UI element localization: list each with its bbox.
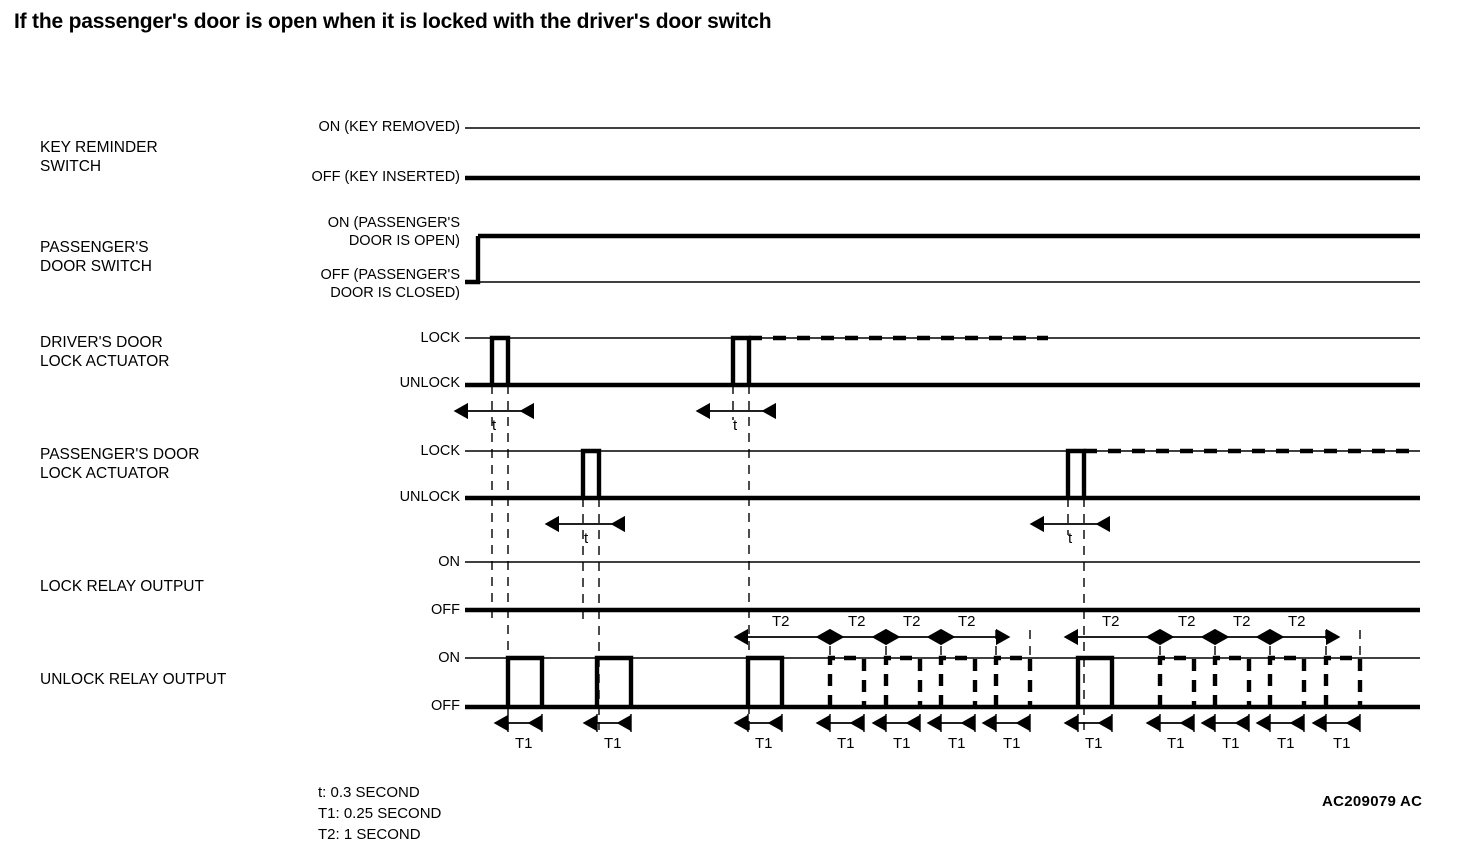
level-label-unlock-relay-on: ON xyxy=(438,650,460,666)
t1-marker-label-4: T1 xyxy=(837,735,855,752)
t1-marker-label-10: T1 xyxy=(1222,735,1240,752)
t1-marker-label-6: T1 xyxy=(948,735,966,752)
t-marker-label-3: t xyxy=(584,530,589,547)
signal-label-lock-relay-output: LOCK RELAY OUTPUT xyxy=(40,578,204,595)
passenger-actuator-pulse-1 xyxy=(580,448,602,498)
t1-marker-label-1: T1 xyxy=(515,735,533,752)
unlock-relay-pulse-5 xyxy=(883,655,923,707)
level-label-lock-relay-on: ON xyxy=(438,554,460,570)
signal-label-key-reminder-switch: KEY REMINDER SWITCH xyxy=(40,139,158,175)
t1-marker-label-7: T1 xyxy=(1003,735,1021,752)
t2-marker-label-4: T2 xyxy=(958,613,976,630)
level-label-key-reminder-on: ON (KEY REMOVED) xyxy=(318,119,460,135)
level-label-passenger-actuator-unlock: UNLOCK xyxy=(399,489,460,505)
passenger-actuator-pulse-2 xyxy=(1065,448,1087,498)
unlock-relay-pulse-3 xyxy=(745,655,785,707)
t2-marker-label-2: T2 xyxy=(848,613,866,630)
t2-marker-label-1: T2 xyxy=(772,613,790,630)
level-label-lock-relay-off: OFF xyxy=(431,602,460,618)
unlock-relay-pulse-6 xyxy=(938,655,978,707)
t-marker-label-2: t xyxy=(733,417,738,434)
t2-marker-label-3: T2 xyxy=(903,613,921,630)
level-label-passenger-switch-on: ON (PASSENGER'S DOOR IS OPEN) xyxy=(327,215,460,249)
driver-actuator-pulse-2 xyxy=(730,335,752,385)
t2-marker-label-5: T2 xyxy=(1102,613,1120,630)
unlock-relay-pulse-11 xyxy=(1267,655,1307,707)
unlock-relay-pulse-7 xyxy=(993,655,1033,707)
signal-label-passengers-door-lock-actuator: PASSENGER'S DOOR LOCK ACTUATOR xyxy=(40,446,200,482)
level-label-passenger-actuator-lock: LOCK xyxy=(420,443,461,459)
t1-marker-label-3: T1 xyxy=(755,735,773,752)
passenger-switch-rising-edge xyxy=(465,236,481,285)
unlock-relay-pulse-1 xyxy=(505,655,545,707)
level-label-driver-actuator-unlock: UNLOCK xyxy=(399,375,460,391)
legend-timing-definitions: t: 0.3 SECOND T1: 0.25 SECOND T2: 1 SECO… xyxy=(318,784,442,843)
unlock-relay-pulse-9 xyxy=(1157,655,1197,707)
level-label-unlock-relay-off: OFF xyxy=(431,698,460,714)
level-label-driver-actuator-lock: LOCK xyxy=(420,330,461,346)
signal-label-unlock-relay-output: UNLOCK RELAY OUTPUT xyxy=(40,671,227,688)
level-label-passenger-switch-off: OFF (PASSENGER'S DOOR IS CLOSED) xyxy=(320,267,460,301)
t-marker-label-4: t xyxy=(1068,530,1073,547)
t2-marker-label-8: T2 xyxy=(1288,613,1306,630)
t2-marker-label-6: T2 xyxy=(1178,613,1196,630)
page-title: If the passenger's door is open when it … xyxy=(14,10,772,33)
t1-marker-label-12: T1 xyxy=(1333,735,1351,752)
driver-actuator-pulse-1 xyxy=(489,335,511,385)
t2-marker-label-7: T2 xyxy=(1233,613,1251,630)
signal-label-drivers-door-lock-actuator: DRIVER'S DOOR LOCK ACTUATOR xyxy=(40,334,170,370)
unlock-relay-pulse-2 xyxy=(594,655,634,707)
unlock-relay-pulse-10 xyxy=(1212,655,1252,707)
t-marker-label-1: t xyxy=(492,417,497,434)
t1-marker-label-9: T1 xyxy=(1167,735,1185,752)
level-label-key-reminder-off: OFF (KEY INSERTED) xyxy=(311,169,460,185)
reference-code: AC209079 AC xyxy=(1322,793,1423,810)
unlock-relay-pulse-4 xyxy=(827,655,867,707)
t1-marker-label-11: T1 xyxy=(1277,735,1295,752)
signal-label-passengers-door-switch: PASSENGER'S DOOR SWITCH xyxy=(40,239,152,275)
t1-marker-label-8: T1 xyxy=(1085,735,1103,752)
t1-marker-label-2: T1 xyxy=(604,735,622,752)
t1-marker-label-5: T1 xyxy=(893,735,911,752)
unlock-relay-pulse-12 xyxy=(1323,655,1363,707)
unlock-relay-pulse-8 xyxy=(1075,655,1115,707)
